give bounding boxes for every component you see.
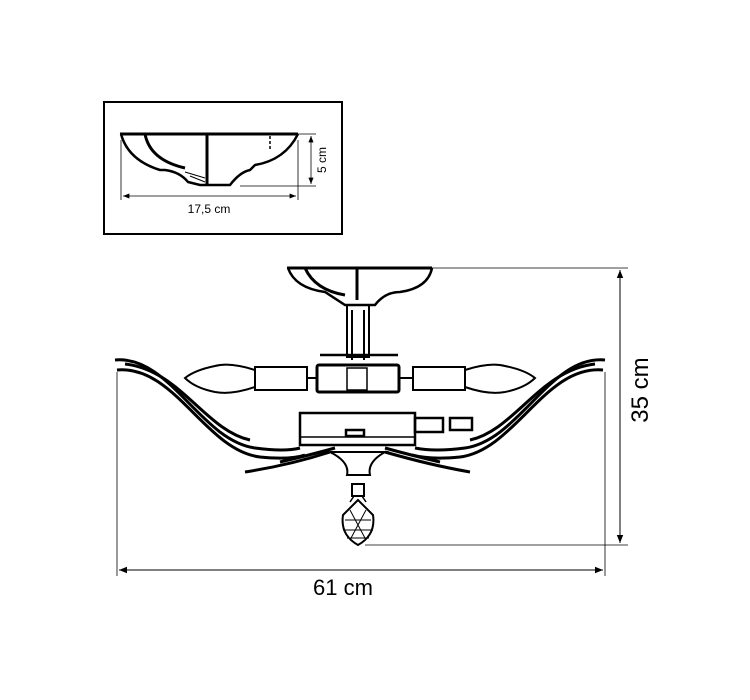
arms [114, 358, 606, 474]
canopy-detail-inset: 17,5 cm 5 cm [103, 101, 343, 235]
bottom-hub [329, 451, 389, 476]
width-label: 61 cm [313, 575, 373, 600]
main-dimensions: 35 cm 61 cm [116, 267, 654, 600]
chandelier-drawing [114, 266, 606, 547]
lower-bar [298, 411, 474, 447]
height-label: 35 cm [627, 357, 654, 422]
upper-candle-bar [183, 363, 537, 394]
candle-bulb-right [464, 363, 537, 394]
candle-bulb-left [183, 363, 256, 394]
canopy [286, 266, 434, 307]
inset-width-label: 17,5 cm [188, 202, 231, 216]
crystal-pendant [341, 498, 375, 547]
stem [320, 304, 398, 360]
inset-height-label: 5 cm [315, 147, 329, 173]
canopy-inset-drawing [119, 132, 300, 187]
inset-frame [103, 101, 343, 235]
